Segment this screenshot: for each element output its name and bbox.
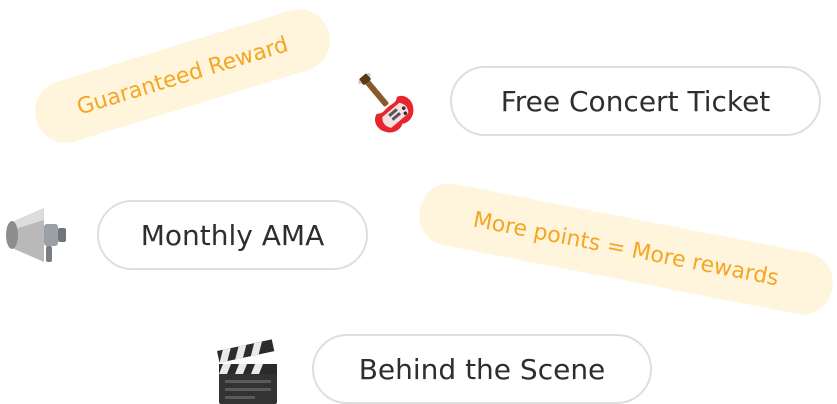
monthly-ama-pill[interactable]: Monthly AMA (97, 200, 368, 270)
guaranteed-reward-tag: Guaranteed Reward (27, 1, 338, 151)
megaphone-icon (6, 208, 66, 262)
clapper-board-icon (217, 339, 277, 404)
more-points-tag: More points = More rewards (413, 178, 837, 320)
behind-the-scene-label: Behind the Scene (358, 352, 606, 386)
behind-the-scene-pill[interactable]: Behind the Scene (312, 334, 652, 404)
guitar-icon (358, 73, 414, 133)
free-concert-ticket-pill[interactable]: Free Concert Ticket (450, 66, 821, 136)
free-concert-ticket-label: Free Concert Ticket (500, 84, 771, 118)
monthly-ama-label: Monthly AMA (140, 218, 325, 252)
